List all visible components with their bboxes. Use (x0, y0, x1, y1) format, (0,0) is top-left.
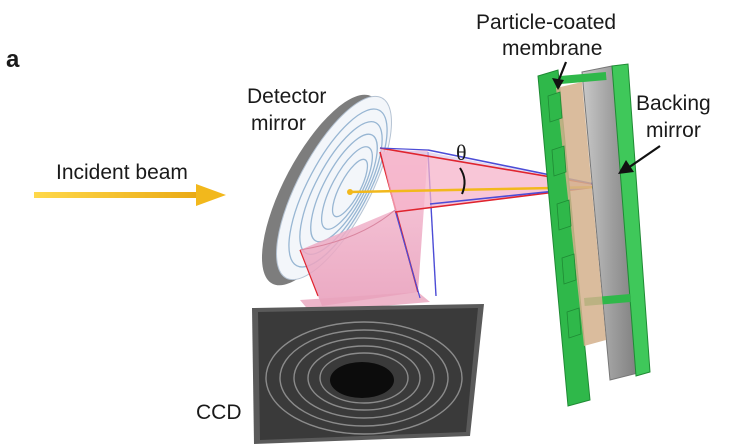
pointer-arrows (552, 61, 661, 174)
panel-label: a (6, 46, 20, 73)
particle-membrane-label-line1: Particle-coated (476, 11, 616, 34)
incident-beam-label: Incident beam (56, 161, 188, 184)
detector-mirror-label-line1: Detector (247, 85, 326, 108)
particle-membrane-label-line2: membrane (502, 37, 602, 60)
backing-mirror-label-line2: mirror (646, 119, 701, 142)
theta-label: θ (456, 140, 467, 165)
theta-arc (459, 167, 466, 195)
ccd-detector (252, 304, 484, 444)
detector-mirror-label-line2: mirror (251, 112, 306, 135)
membrane-assembly (537, 63, 651, 407)
backing-mirror-label-line1: Backing (636, 92, 711, 115)
detector-mirror (261, 94, 392, 286)
ccd-label: CCD (196, 401, 242, 424)
